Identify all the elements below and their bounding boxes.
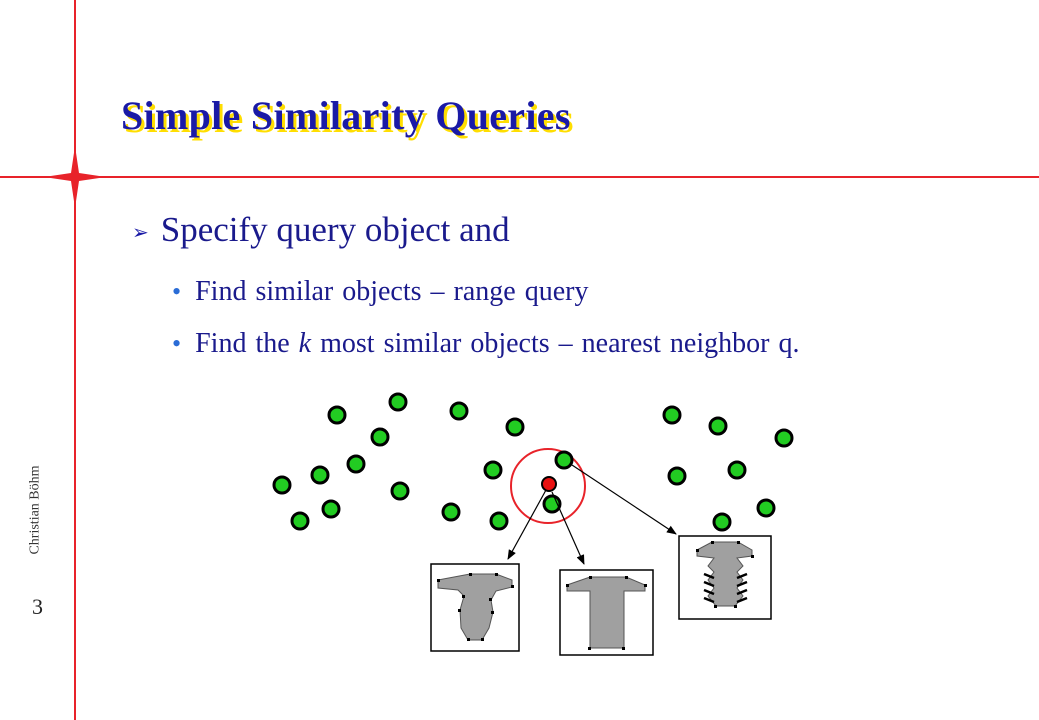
slide-title: Simple Similarity Queries (121, 93, 571, 138)
data-point (441, 502, 461, 522)
data-point (290, 511, 310, 531)
data-point (489, 511, 509, 531)
page-number: 3 (32, 594, 43, 619)
data-point (327, 405, 347, 425)
range-query-circle (510, 448, 586, 524)
main-bullet-text: Specify query object and (160, 210, 510, 249)
main-bullet: ➢ Specify query object and (132, 210, 510, 250)
data-point (321, 499, 341, 519)
sub-bullet-nearest: • Find the k most similar objects – near… (172, 328, 799, 360)
vertical-red-rule (74, 0, 76, 720)
data-point (310, 465, 330, 485)
object-image-1 (430, 563, 520, 652)
sub-bullet-text: Find similar objects – range query (195, 276, 589, 307)
arrow-to-shape-1 (507, 489, 547, 560)
query-point (541, 476, 557, 492)
arrow-to-shape-3 (571, 464, 677, 535)
bullet-dot-icon: • (172, 277, 182, 306)
data-point (370, 427, 390, 447)
result-arrows (507, 464, 677, 565)
data-point (554, 450, 574, 470)
data-point (712, 512, 732, 532)
data-point (388, 392, 408, 412)
data-point (346, 454, 366, 474)
object-image-3 (678, 535, 772, 620)
sub-bullet-range: • Find similar objects – range query (172, 276, 588, 308)
data-point (667, 466, 687, 486)
data-point (483, 460, 503, 480)
data-point (272, 475, 292, 495)
data-point (708, 416, 728, 436)
arrow-to-shape-2 (551, 491, 585, 565)
object-image-2 (559, 569, 654, 656)
bullet-dot-icon: • (172, 329, 182, 358)
horizontal-red-rule (0, 176, 1039, 178)
data-points (272, 392, 794, 532)
sub-bullet-text: Find the k most similar objects – neares… (195, 328, 800, 359)
data-point (774, 428, 794, 448)
data-point (756, 498, 776, 518)
data-point (662, 405, 682, 425)
data-point (449, 401, 469, 421)
red-star-icon (44, 146, 106, 208)
arrow-bullet-icon: ➢ (132, 221, 149, 244)
data-point (727, 460, 747, 480)
data-point (505, 417, 525, 437)
data-point (390, 481, 410, 501)
